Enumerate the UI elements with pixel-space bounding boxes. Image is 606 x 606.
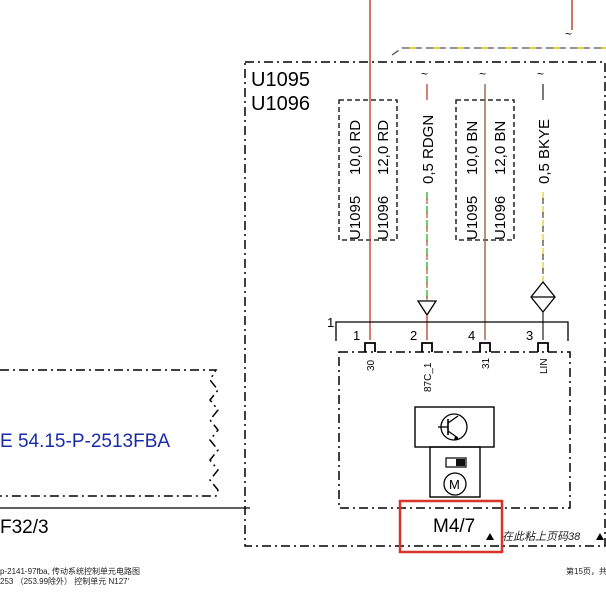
wire-label-u1096-a: U1096: [375, 196, 392, 240]
pin-3-terminal: [537, 342, 549, 352]
footer-page: 第15页，共: [566, 566, 606, 576]
transistor-box: [414, 406, 495, 448]
reference-frame: [0, 369, 219, 497]
pin-1-terminal: [364, 342, 376, 352]
fuse-label: F32/3: [0, 517, 49, 538]
pin-4-number: 4: [468, 328, 475, 343]
pin-1-number: 1: [353, 328, 360, 343]
pin-4-terminal: [479, 342, 491, 352]
wire-label-10bn: 10,0 BN: [464, 121, 481, 175]
wire-break-mark: ~: [565, 27, 572, 41]
corner-marker-left-icon: [486, 533, 494, 540]
footer-line-2: 253 （253.99除外） 控制单元 N127': [0, 576, 130, 586]
wire-label-u1095-a: U1095: [347, 196, 364, 240]
paste-note: 在此粘上页码38: [502, 530, 581, 543]
wire-label-u1095-b: U1095: [464, 196, 481, 240]
wire-label-rdgn: 0,5 RDGN: [420, 115, 437, 184]
wire-break-bn: ~: [479, 67, 486, 81]
module-frame: [244, 61, 606, 547]
transistor-icon: [438, 413, 468, 441]
component-frame: [338, 351, 571, 509]
reference-link[interactable]: E 54.15-P-2513FBA: [0, 431, 170, 452]
motor-box: [429, 446, 481, 498]
wire-break-bkye: ~: [537, 67, 544, 81]
pin-2-terminal: [421, 342, 433, 352]
wire-label-box-a: [338, 99, 398, 241]
pin-3-name: LIN: [539, 358, 550, 374]
component-highlight-box: [398, 499, 504, 554]
corner-marker-right-icon: [596, 533, 604, 540]
footer-line-1: p-2141-97fba, 传动系统控制单元电路图: [0, 566, 140, 576]
pin-3-number: 3: [526, 328, 533, 343]
connector-bracket: [335, 321, 569, 341]
harness-dashed: [391, 47, 606, 56]
svg-text:M: M: [449, 477, 460, 492]
wire-label-bkye: 0,5 BKYE: [536, 119, 553, 184]
module-id-2: U1096: [251, 93, 310, 115]
connector-number: 1: [327, 315, 334, 330]
wire-label-12bn: 12,0 BN: [492, 121, 509, 175]
switch-icon: [445, 457, 467, 468]
motor-icon: M: [443, 472, 467, 496]
pin-2-name: 87C_1: [423, 362, 434, 392]
pin-1-name: 30: [366, 359, 377, 371]
wire-label-u1096-b: U1096: [492, 196, 509, 240]
pin-2-number: 2: [410, 328, 417, 343]
wire-label-12rd: 12,0 RD: [375, 120, 392, 175]
pin-4-name: 31: [481, 357, 492, 369]
module-id-1: U1095: [251, 69, 310, 91]
wire-label-10rd: 10,0 RD: [347, 120, 364, 175]
component-label: M4/7: [433, 516, 475, 537]
triangle-marker-icon: [416, 300, 438, 317]
wire-break-rdgn: ~: [421, 67, 428, 81]
